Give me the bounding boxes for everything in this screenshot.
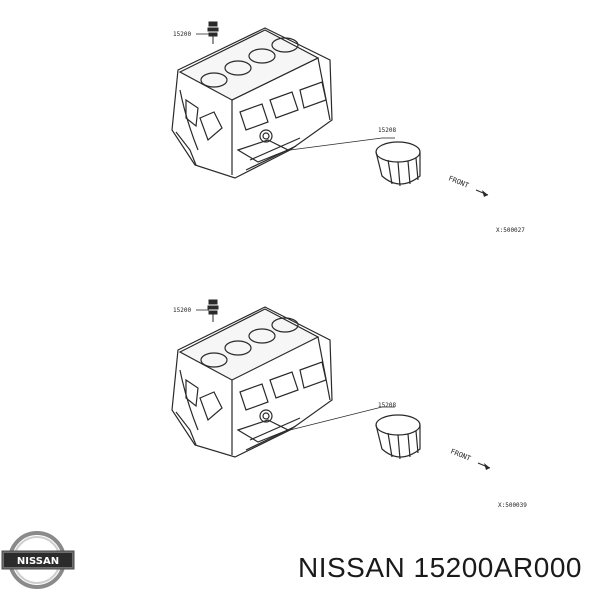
part-number: 15200AR000 <box>413 552 582 583</box>
engine-block-diagram-1: 15200 15208 <box>171 21 525 234</box>
oil-level-gauge <box>207 21 219 44</box>
oil-filter <box>375 141 421 187</box>
front-direction-arrow: FRONT <box>447 174 489 197</box>
oil-filter <box>375 414 421 460</box>
part-caption: NISSAN 15200AR000 <box>298 552 582 584</box>
callout-filter-label: 15208 <box>378 127 396 134</box>
svg-text:FRONT: FRONT <box>449 447 472 463</box>
reference-code: X:500027 <box>496 227 525 234</box>
nissan-logo: NISSAN <box>1 531 75 589</box>
front-direction-arrow: FRONT <box>449 447 491 470</box>
oil-level-gauge <box>207 299 219 322</box>
engine-block <box>171 306 333 458</box>
callout-filter-label: 15208 <box>378 402 396 409</box>
svg-text:FRONT: FRONT <box>447 174 470 190</box>
logo-wordmark: NISSAN <box>17 556 59 567</box>
diagram-panel-1: 15200 15208 <box>0 0 600 260</box>
engine-block <box>171 27 333 179</box>
callout-top-label: 15200 <box>173 307 191 314</box>
callout-top-label: 15200 <box>173 31 191 38</box>
engine-block-diagram-2: 15200 15208 <box>171 299 527 509</box>
reference-code: X:500039 <box>498 502 527 509</box>
diagram-panel-2: 15200 15208 <box>0 285 600 545</box>
brand-name: NISSAN <box>297 552 414 583</box>
